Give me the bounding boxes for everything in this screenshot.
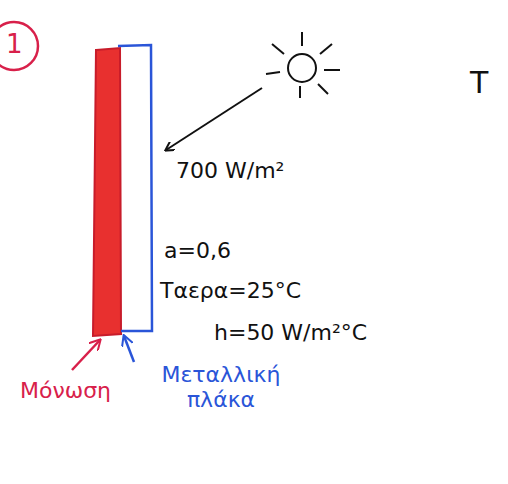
plate-pointer — [124, 336, 134, 362]
insulation-label: Μόνωση — [20, 378, 111, 403]
partial-letter: T — [470, 66, 488, 101]
callout-number: 1 — [6, 30, 23, 60]
insulation-pointer — [72, 340, 100, 370]
insulation-layer — [93, 48, 121, 336]
number-circle — [0, 22, 38, 70]
sun-symbol — [266, 32, 340, 98]
metal-plate — [118, 45, 152, 331]
radiation-arrow — [166, 88, 262, 150]
radiation-value: 700 W/m² — [176, 158, 284, 183]
absorptivity-value: a=0,6 — [164, 238, 231, 263]
convection-coefficient: h=50 W/m²°C — [214, 320, 367, 345]
plate-label: Μεταλλική πλάκα — [146, 362, 296, 413]
air-temperature: Tαερα=25°C — [160, 278, 301, 303]
